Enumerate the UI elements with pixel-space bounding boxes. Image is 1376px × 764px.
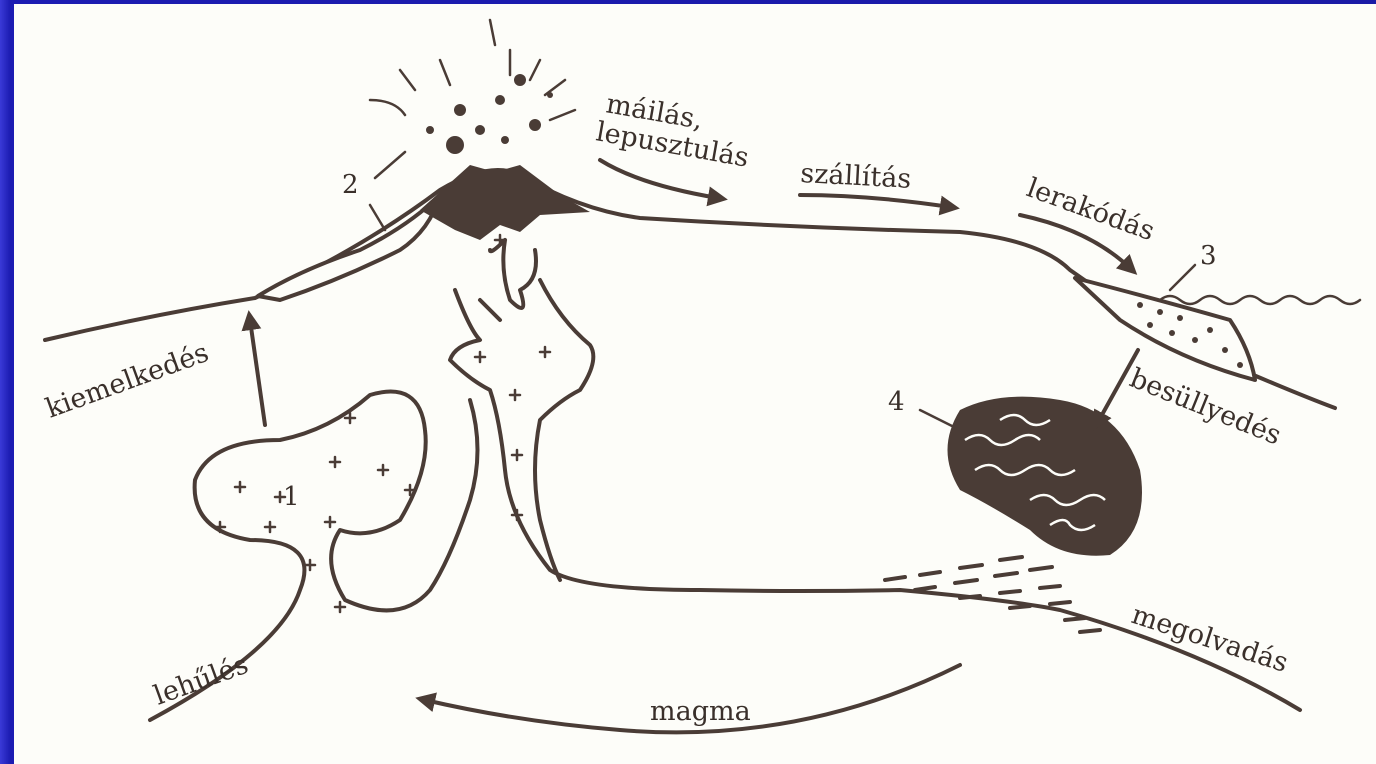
leader-2b — [370, 205, 385, 230]
sea-wave-line — [1160, 296, 1360, 304]
metamorphic-body-4 — [948, 397, 1143, 556]
ejecta-streaks — [370, 20, 575, 120]
number-4: 4 — [888, 387, 905, 417]
label-subsidence: besüllyedés — [1125, 363, 1285, 452]
label-cooling: lehűlés — [150, 649, 253, 712]
number-3: 3 — [1200, 241, 1217, 271]
leader-4 — [920, 410, 960, 430]
erosion-arrow — [600, 160, 718, 198]
leader-2 — [375, 152, 405, 178]
number-2: 2 — [342, 170, 359, 200]
uplift-arrow — [250, 320, 265, 425]
melting-dashes — [885, 557, 1100, 632]
sediment-layer-3 — [1075, 278, 1255, 380]
label-magma: magma — [650, 696, 751, 727]
leader-3 — [1170, 265, 1195, 290]
label-uplift: kiemelkedés — [42, 337, 213, 424]
volcanic-ejecta — [426, 74, 553, 154]
transport-arrow — [800, 195, 950, 207]
label-transport: szállítás — [800, 158, 912, 195]
volcano-cone — [420, 165, 590, 240]
number-1: 1 — [283, 482, 300, 512]
label-deposition: lerakódás — [1023, 172, 1159, 247]
